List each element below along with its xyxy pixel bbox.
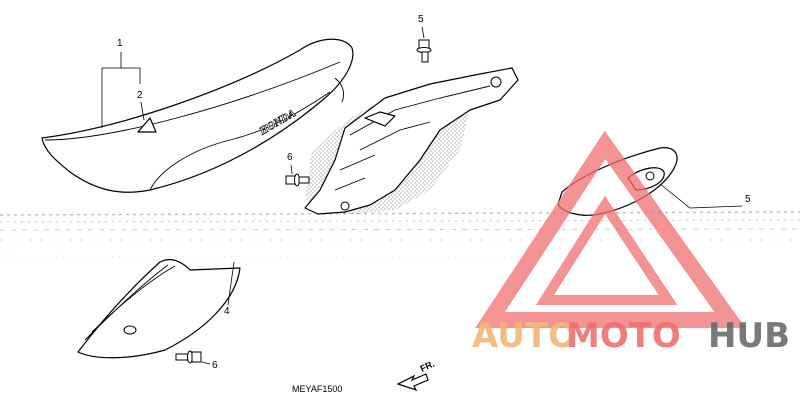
callout-group-seat: 1 2 [101,38,145,128]
callout-6-bottom: 6 [212,360,218,371]
watermark-auto: AUTO [472,316,577,356]
seat-part: HONDA [41,38,354,193]
callout-4: 4 [224,306,230,317]
front-arrow-label: FR. [419,359,436,374]
front-arrow-icon [396,373,429,392]
bolt-hole-icon [490,76,502,88]
seat-hook-icon [137,117,157,133]
rear-fender-part [304,67,519,215]
bolt-6-bottom: 6 [175,350,218,371]
side-cover-left-part: 4 [77,258,241,359]
side-cover-right-part: 5 [557,147,751,216]
watermark-moto: MOTO [566,316,681,356]
watermark-text: AUTO MOTO HUB [472,316,790,356]
watermark-hub: HUB [708,316,790,356]
callout-2: 2 [137,90,143,101]
callout-5-right: 5 [745,194,751,205]
front-direction-indicator: FR. [396,359,436,392]
drawing-code: MEYAF1500 [292,384,342,394]
callout-1: 1 [117,38,123,49]
flange-bolt-icon [285,173,310,187]
callout-6-mid: 6 [287,152,293,163]
bolt-6-mid: 6 [285,152,310,187]
watermark-logo-icon [475,130,746,328]
bolt-5-top: 5 [416,14,432,63]
flange-bolt-icon [416,39,432,63]
flange-bolt-icon [175,350,202,364]
callout-5-top: 5 [418,14,424,25]
